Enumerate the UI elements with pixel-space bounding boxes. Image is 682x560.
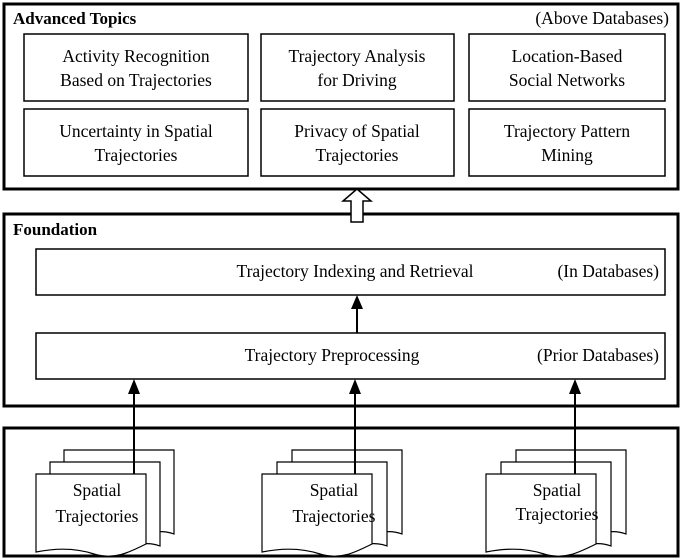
spatial-trajectories-document-stack: Spatial Trajectories [485, 449, 627, 557]
topic-line-1: Privacy of Spatial [294, 121, 420, 141]
preprocessing-to-indexing-arrow [351, 295, 363, 333]
advanced-topics-note: (Above Databases) [535, 8, 669, 28]
topic-line-2: Mining [541, 145, 593, 165]
topic-line-2: Social Networks [509, 70, 625, 90]
spatial-trajectories-document-stack: Spatial Trajectories [261, 449, 403, 557]
topic-line-1: Uncertainty in Spatial [59, 121, 213, 141]
document-to-preprocessing-arrow [569, 379, 581, 474]
topic-box-privacy-spatial-trajectories: Privacy of Spatial Trajectories [260, 108, 455, 177]
document-line-2: Trajectories [293, 506, 376, 526]
foundation-to-advanced-arrow [340, 188, 374, 223]
topic-box-trajectory-pattern-mining: Trajectory Pattern Mining [468, 108, 666, 177]
indexing-retrieval-label: Trajectory Indexing and Retrieval [237, 261, 474, 281]
foundation-title: Foundation [13, 220, 98, 239]
document-to-preprocessing-arrow [349, 379, 361, 474]
document-line-1: Spatial [533, 480, 582, 500]
document-line-1: Spatial [73, 480, 122, 500]
topic-line-1: Activity Recognition [62, 46, 210, 66]
topic-line-2: for Driving [317, 70, 396, 90]
topic-box-uncertainty-spatial-trajectories: Uncertainty in Spatial Trajectories [23, 108, 249, 177]
document-to-preprocessing-arrow [128, 379, 140, 474]
indexing-retrieval-box: Trajectory Indexing and Retrieval (In Da… [35, 248, 666, 296]
spatial-trajectories-document-stack: Spatial Trajectories [35, 449, 175, 557]
document-line-2: Trajectories [516, 504, 599, 524]
topic-line-2: Trajectories [316, 145, 399, 165]
source-data-section: Spatial Trajectories Spatial Trajectorie… [2, 426, 680, 558]
document-line-1: Spatial [310, 480, 359, 500]
topic-line-1: Location-Based [512, 46, 623, 66]
topic-box-activity-recognition: Activity Recognition Based on Trajectori… [23, 33, 249, 102]
topic-box-trajectory-analysis-driving: Trajectory Analysis for Driving [260, 33, 455, 102]
topic-line-2: Trajectories [95, 145, 178, 165]
document-line-2: Trajectories [56, 506, 139, 526]
topic-line-1: Trajectory Analysis [289, 46, 426, 66]
preprocessing-note: (Prior Databases) [537, 345, 659, 365]
advanced-topics-section: Advanced Topics (Above Databases) Activi… [2, 2, 680, 191]
preprocessing-label: Trajectory Preprocessing [245, 345, 420, 365]
topic-line-1: Trajectory Pattern [504, 121, 630, 141]
preprocessing-box: Trajectory Preprocessing (Prior Database… [35, 332, 666, 380]
advanced-topics-title: Advanced Topics [13, 9, 137, 28]
indexing-retrieval-note: (In Databases) [557, 261, 659, 281]
topic-line-2: Based on Trajectories [60, 70, 212, 90]
foundation-section: Foundation Trajectory Indexing and Retri… [2, 212, 680, 408]
topic-box-location-based-social-networks: Location-Based Social Networks [468, 33, 666, 102]
